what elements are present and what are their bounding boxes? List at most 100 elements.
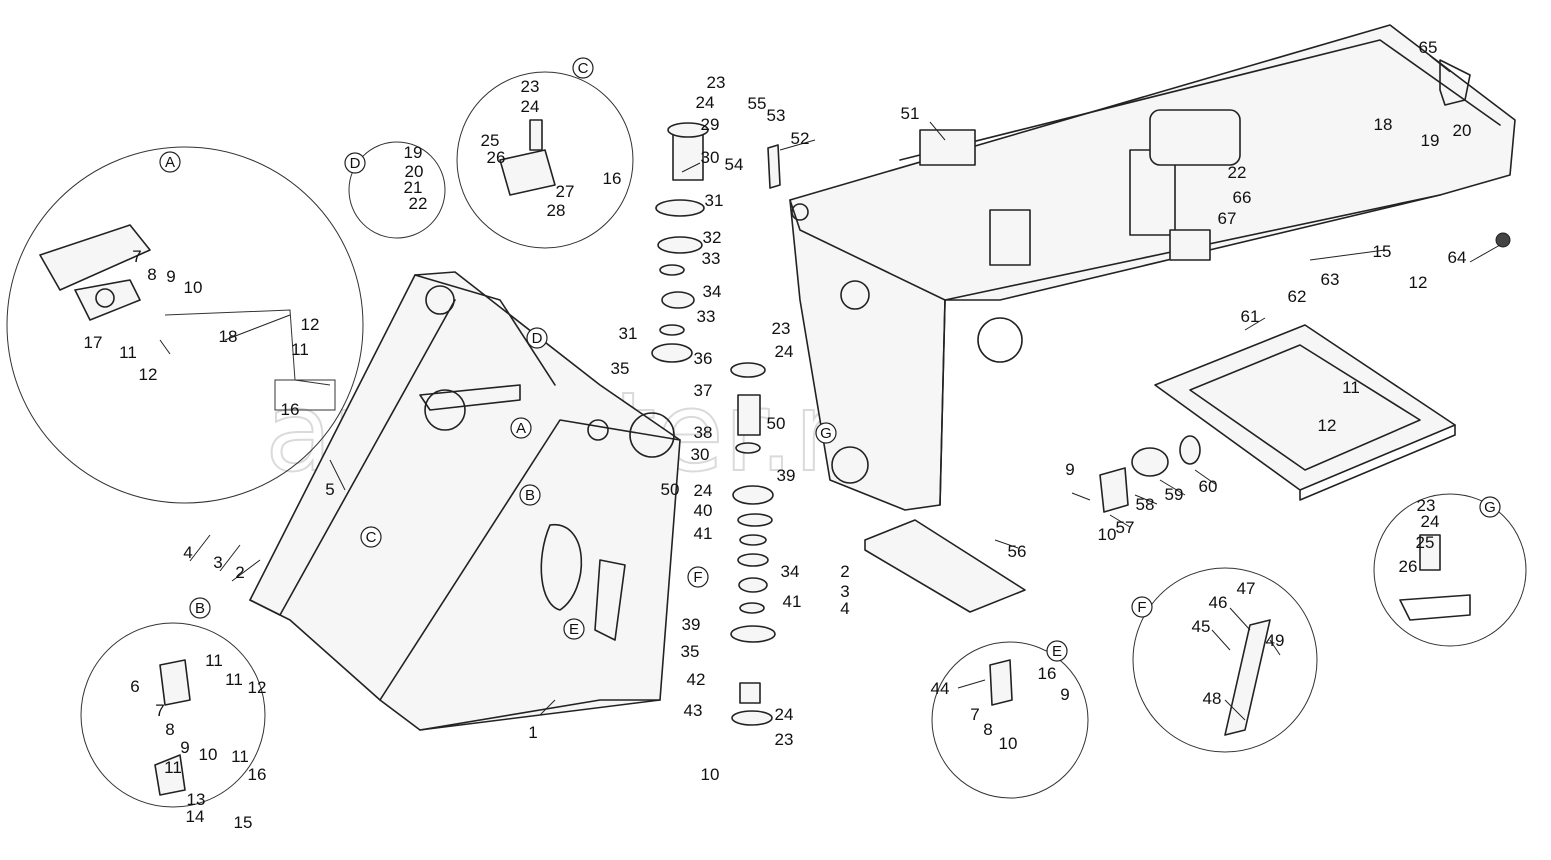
part-label-6: 6 xyxy=(130,677,139,696)
rear-bumper-frame xyxy=(1154,324,1456,501)
part-label-50-2: 50 xyxy=(661,480,680,499)
part-label-11-2: 11 xyxy=(291,340,309,359)
part-label-7-2: 7 xyxy=(155,701,164,720)
part-label-62: 62 xyxy=(1288,287,1307,306)
part-label-7-1: 7 xyxy=(132,247,141,266)
part-label-41-2: 41 xyxy=(783,592,802,611)
part-label-8-1: 8 xyxy=(147,265,156,284)
part-label-30-1: 30 xyxy=(701,148,720,167)
leader-line-15 xyxy=(159,339,171,355)
part-label-10-5: 10 xyxy=(701,765,720,784)
part-label-42: 42 xyxy=(687,670,706,689)
part-label-36: 36 xyxy=(694,349,713,368)
part-label-24-2: 24 xyxy=(696,93,715,112)
loose-parts xyxy=(767,144,1201,513)
part-label-40: 40 xyxy=(694,501,713,520)
part-label-18-1: 18 xyxy=(219,327,238,346)
view-marker-letter: A xyxy=(165,154,175,171)
part-label-4-1: 4 xyxy=(183,543,192,562)
view-marker-G-2: G xyxy=(815,422,837,444)
leader-line-17 xyxy=(1159,479,1186,496)
part-label-12-1: 12 xyxy=(139,365,158,384)
part-label-23-4: 23 xyxy=(1417,496,1436,515)
part-label-17: 17 xyxy=(84,333,103,352)
part-label-24-6: 24 xyxy=(775,705,794,724)
view-marker-circle xyxy=(344,152,366,174)
part-label-11-1: 11 xyxy=(119,343,137,362)
part-label-46: 46 xyxy=(1209,593,1228,612)
part-label-1: 1 xyxy=(528,723,537,742)
bottom-guard xyxy=(864,519,1026,613)
part-label-33-1: 33 xyxy=(702,249,721,268)
part-label-10-1: 10 xyxy=(184,278,203,297)
leader-line-12 xyxy=(231,559,261,582)
view-marker-letter: C xyxy=(578,60,589,77)
view-marker-circle xyxy=(510,417,532,439)
view-marker-circle xyxy=(815,422,837,444)
part-label-29: 29 xyxy=(701,115,720,134)
part-label-61: 61 xyxy=(1241,307,1260,326)
part-label-34-1: 34 xyxy=(703,282,722,301)
part-label-11-4: 11 xyxy=(225,670,243,689)
part-label-45: 45 xyxy=(1192,617,1211,636)
part-label-52: 52 xyxy=(791,129,810,148)
leader-line-4 xyxy=(929,121,946,141)
part-label-23-1: 23 xyxy=(521,77,540,96)
part-label-24-3: 24 xyxy=(775,342,794,361)
part-label-5: 5 xyxy=(325,480,334,499)
view-marker-circle xyxy=(159,151,181,173)
part-label-21: 21 xyxy=(404,178,423,197)
detail-circle-B xyxy=(80,622,266,808)
leader-line-2 xyxy=(329,459,346,491)
view-marker-A-1: A xyxy=(159,151,181,173)
view-marker-letter: C xyxy=(366,529,377,546)
detail-circle-C xyxy=(456,71,634,249)
leader-line-22 xyxy=(1211,629,1231,651)
leader-line-9 xyxy=(779,139,816,151)
part-label-8-3: 8 xyxy=(983,720,992,739)
part-label-9-2: 9 xyxy=(180,738,189,757)
leader-line-3 xyxy=(681,162,701,173)
part-label-50-1: 50 xyxy=(767,414,786,433)
detail-contents xyxy=(154,119,1471,796)
view-marker-letter: G xyxy=(820,425,832,442)
part-label-44: 44 xyxy=(931,679,950,698)
part-label-7-3: 7 xyxy=(970,705,979,724)
part-label-67: 67 xyxy=(1218,209,1237,228)
part-label-25-1: 25 xyxy=(481,131,500,150)
part-label-66: 66 xyxy=(1233,188,1252,207)
part-label-38: 38 xyxy=(694,423,713,442)
leader-line-24 xyxy=(1269,639,1281,656)
leader-line-14 xyxy=(189,534,211,562)
part-label-63: 63 xyxy=(1321,270,1340,289)
view-marker-letter: A xyxy=(516,420,526,437)
part-label-43: 43 xyxy=(684,701,703,720)
view-marker-B-1: B xyxy=(189,597,211,619)
leader-line-8 xyxy=(1429,55,1451,73)
part-label-58: 58 xyxy=(1136,495,1155,514)
part-label-8-2: 8 xyxy=(165,720,174,739)
part-label-16-3: 16 xyxy=(603,169,622,188)
view-marker-letter: F xyxy=(693,569,702,586)
part-label-23-5: 23 xyxy=(775,730,794,749)
view-marker-E-2: E xyxy=(563,618,585,640)
part-label-60: 60 xyxy=(1199,477,1218,496)
part-label-16-1: 16 xyxy=(281,400,300,419)
part-label-35-1: 35 xyxy=(611,359,630,378)
part-label-12-2: 12 xyxy=(301,315,320,334)
part-label-3-2: 3 xyxy=(840,582,849,601)
part-label-10-3: 10 xyxy=(1098,525,1117,544)
part-label-10-4: 10 xyxy=(999,734,1018,753)
view-marker-letter: E xyxy=(1052,643,1062,660)
part-label-9-3: 9 xyxy=(1065,460,1074,479)
view-marker-circle xyxy=(519,484,541,506)
part-label-16-2: 16 xyxy=(248,765,267,784)
view-marker-letter: B xyxy=(195,600,205,617)
part-label-24-1: 24 xyxy=(521,97,540,116)
part-label-20-1: 20 xyxy=(405,162,424,181)
leader-line-10 xyxy=(1309,249,1386,261)
view-marker-A-2: A xyxy=(510,417,532,439)
view-marker-circle xyxy=(1131,596,1153,618)
part-label-56: 56 xyxy=(1008,542,1027,561)
